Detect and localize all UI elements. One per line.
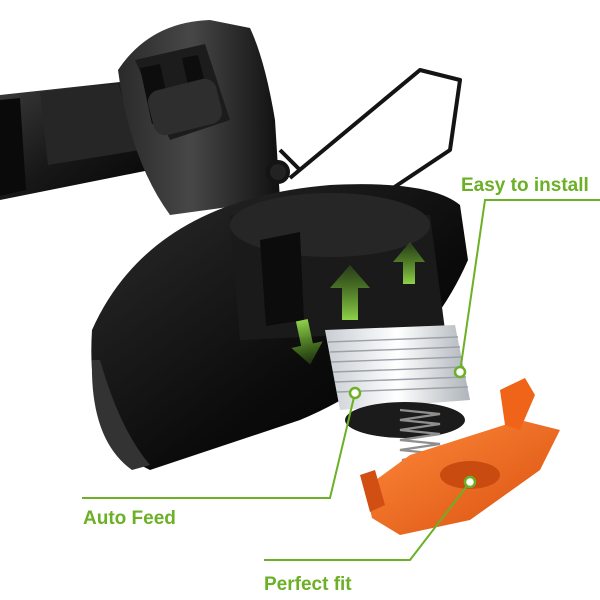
edge-guide-wire	[266, 68, 462, 192]
callout-leaders	[82, 199, 600, 561]
perfect-fit-label: Perfect fit	[264, 574, 352, 595]
install-direction-arrows	[291, 242, 425, 365]
spool-housing	[230, 193, 445, 340]
callout-dots	[348, 365, 477, 489]
spool-cap	[360, 378, 560, 535]
shaft-handle	[0, 82, 150, 200]
easy-to-install-label: Easy to install	[461, 175, 589, 196]
line-spool	[325, 325, 470, 438]
auto-feed-label: Auto Feed	[83, 508, 176, 529]
motor-housing	[118, 20, 280, 215]
